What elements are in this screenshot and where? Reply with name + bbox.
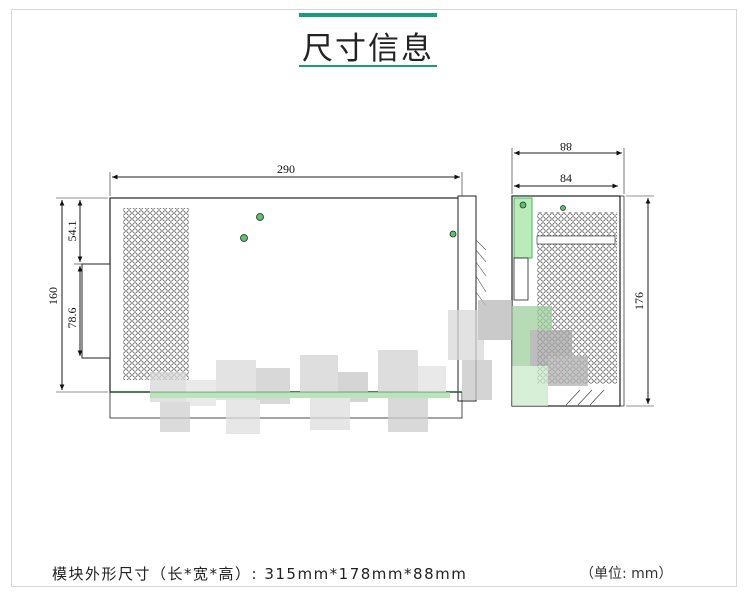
dim-upper-offset: 54.1 bbox=[65, 221, 79, 242]
dim-lower-offset: 78.6 bbox=[65, 308, 79, 329]
dim-front-height: 160 bbox=[46, 287, 60, 305]
front-vent-grid bbox=[123, 208, 189, 380]
page-title: 尺寸信息 bbox=[302, 31, 434, 67]
front-fan-lines bbox=[475, 239, 487, 307]
title-top-bar bbox=[299, 13, 437, 17]
dimension-caption: 模块外形尺寸（长*宽*高）: 315mm*178mm*88mm bbox=[52, 565, 468, 583]
dim-side-inner-width: 84 bbox=[560, 171, 572, 185]
watermark-mosaic bbox=[150, 300, 588, 434]
unit-label: （单位: mm） bbox=[580, 566, 673, 582]
dim-side-outer-width: 88 bbox=[560, 140, 572, 154]
title-underline bbox=[299, 65, 437, 67]
dim-side-height: 176 bbox=[632, 292, 646, 310]
dim-front-length: 290 bbox=[277, 162, 295, 176]
title-block: 尺寸信息 bbox=[299, 13, 437, 67]
screw-icon bbox=[240, 234, 248, 242]
screw-icon bbox=[449, 230, 457, 238]
front-connector bbox=[81, 263, 111, 359]
screw-icon bbox=[256, 213, 264, 221]
